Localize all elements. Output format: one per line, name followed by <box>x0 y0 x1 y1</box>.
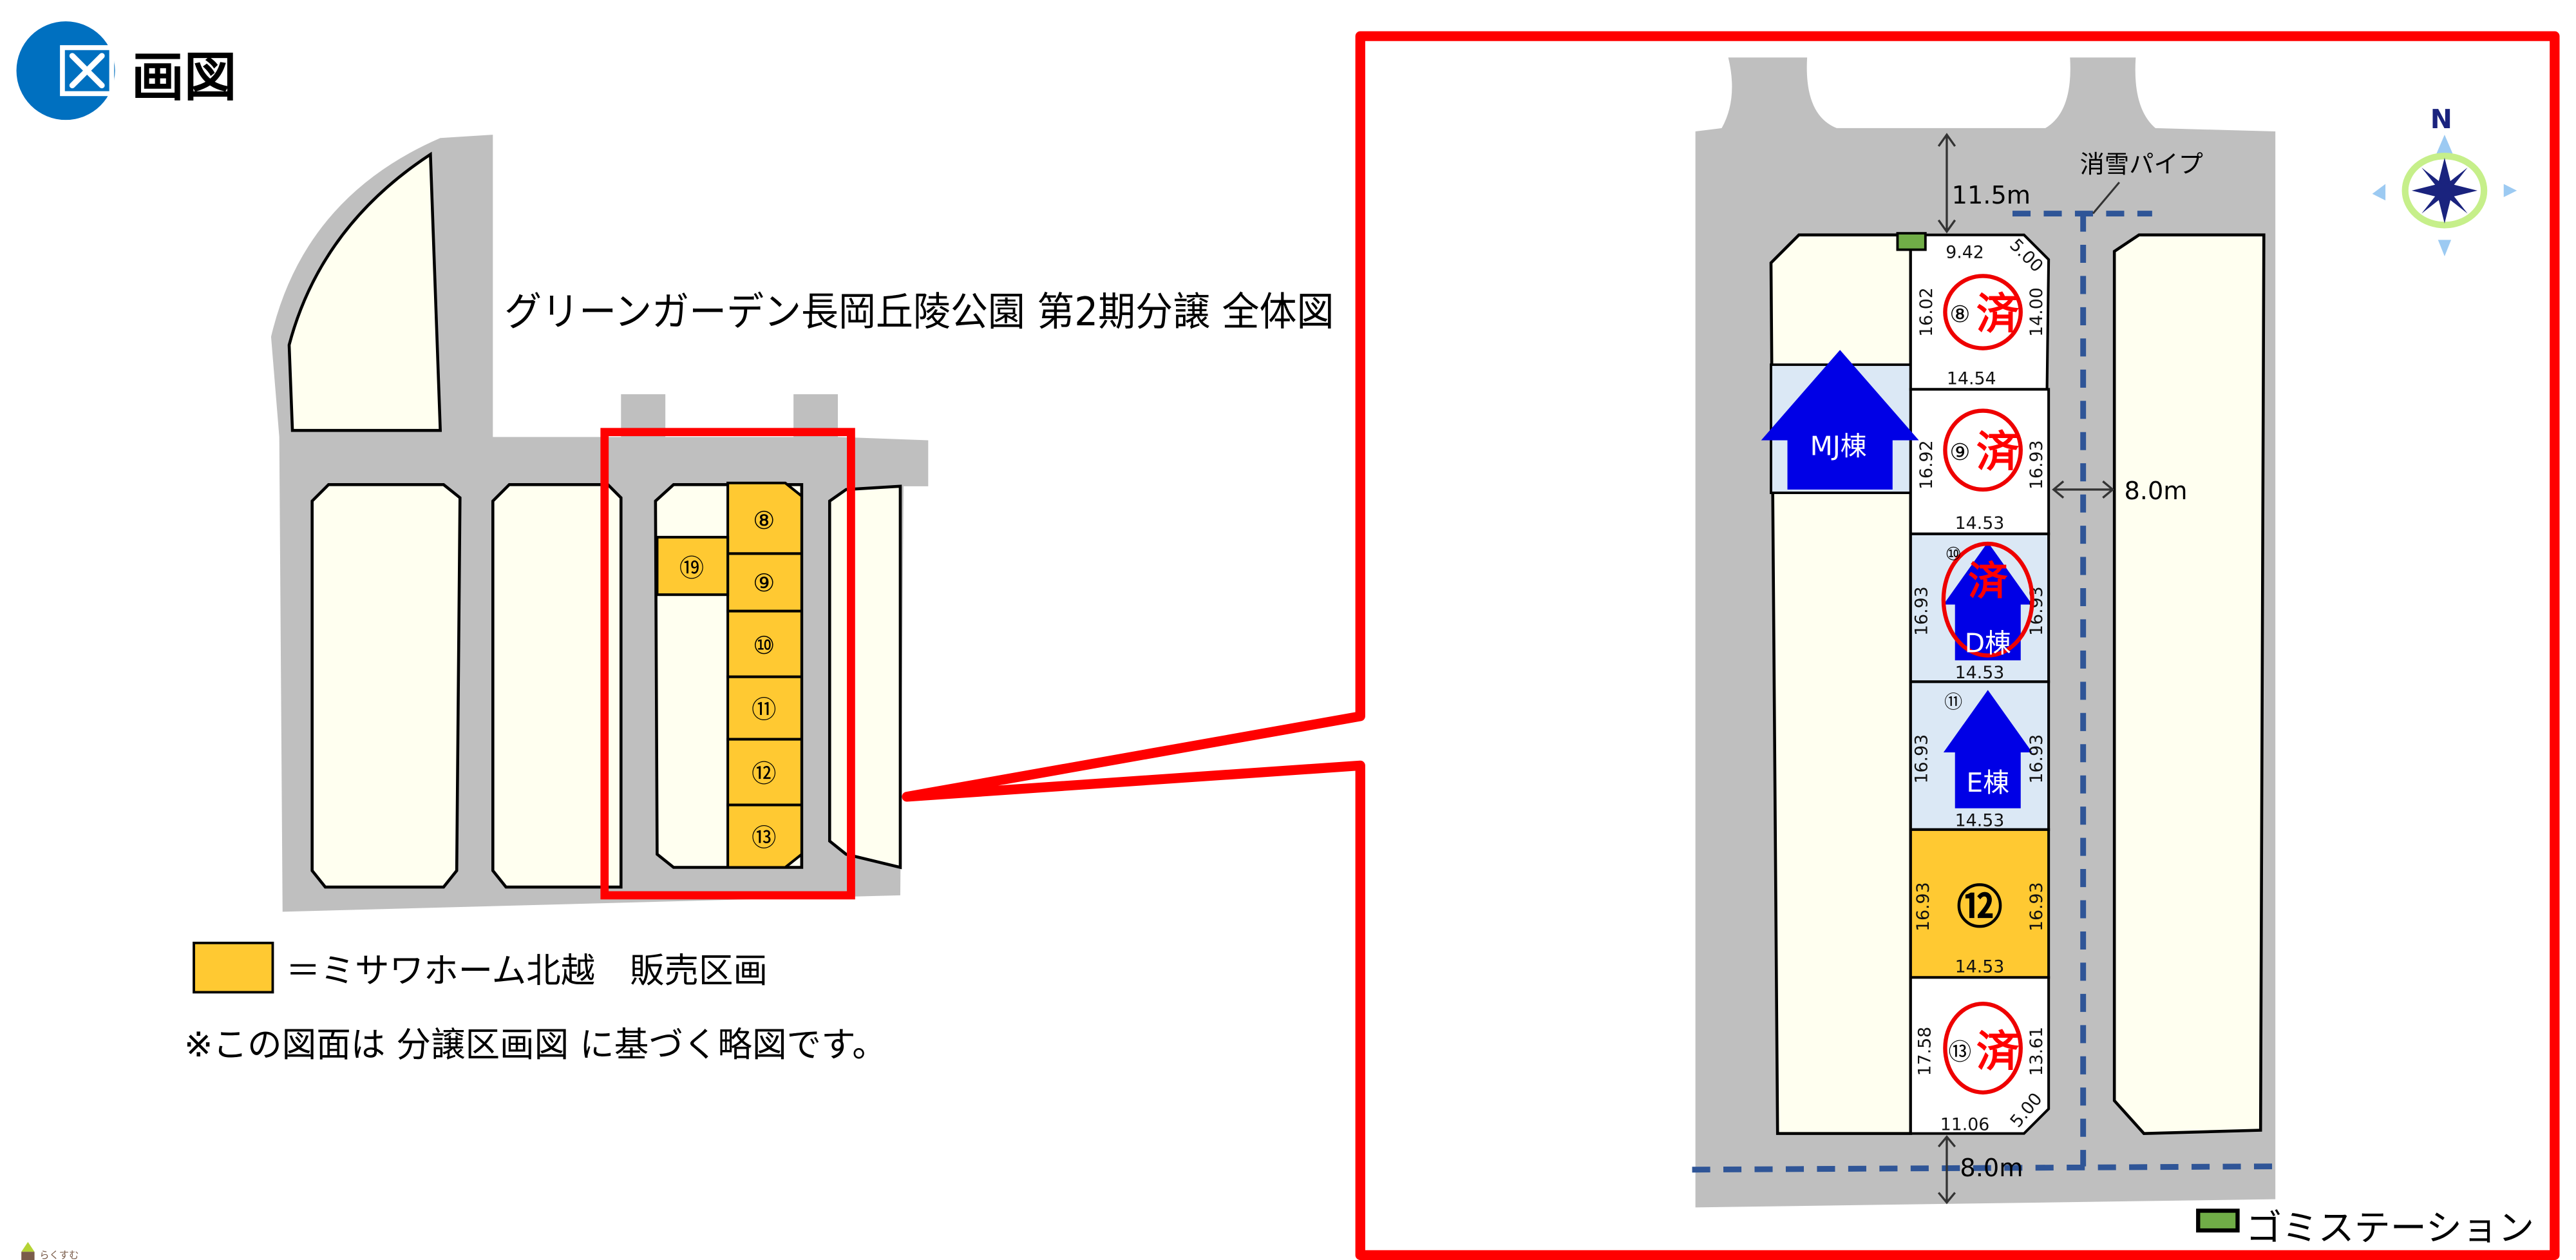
lot-13-right-dim: 13.61 <box>2027 1027 2047 1076</box>
lot-9-left-dim: 16.92 <box>1917 440 1937 490</box>
snow-pipe-line <box>1692 211 2276 1173</box>
sold-stamp-icon <box>1941 541 2034 658</box>
lot-8-bottom-dim: 14.54 <box>1947 369 1996 389</box>
overview-lot-8: ⑧ <box>753 506 775 535</box>
lot-9-sold-mark: 済 <box>1976 426 2020 477</box>
lot-12-number: ⑫ <box>1956 881 2002 934</box>
mj-building-label: MJ棟 <box>1810 430 1867 461</box>
compass-north-label: N <box>2430 104 2452 135</box>
lot-12-right-dim: 16.93 <box>2027 882 2047 931</box>
lot-13-sold-mark: 済 <box>1976 1026 2020 1076</box>
overview-lots: ⑧ ⑨ ⑩ ⑪ ⑫ ⑬ ⑲ <box>656 481 803 869</box>
garbage-legend-swatch <box>2196 1208 2240 1233</box>
e-building-arrow <box>1943 690 2032 808</box>
pipe-leader-line <box>2092 182 2120 215</box>
overview-lot-11: ⑪ <box>752 695 776 724</box>
lot-8-number: ⑧ <box>1949 301 1970 328</box>
road-width-bottom: 8.0m <box>1960 1154 2023 1183</box>
lot-9-number: ⑨ <box>1949 439 1970 466</box>
logo-cross-icon <box>69 53 105 89</box>
lot-8-left-dim: 16.02 <box>1917 287 1937 337</box>
compass-icon: N <box>2372 104 2517 256</box>
lot-10-sold-mark: 済 <box>1968 558 2008 604</box>
lot-11-bottom-dim: 14.53 <box>1955 811 2005 831</box>
lot-13-bottom-dim: 11.06 <box>1940 1115 1990 1135</box>
d-building-arrow <box>1943 542 2032 661</box>
lot-13-left-dim: 17.58 <box>1915 1027 1935 1076</box>
lot-8-sold-mark: 済 <box>1976 289 2020 339</box>
sold-stamp-icon <box>1943 408 2023 492</box>
legend-sale-label: ＝ミサワホーム北越 販売区画 <box>286 950 768 991</box>
lot-13-number: ⑬ <box>1949 1039 1972 1065</box>
zoom-callout-frame <box>902 31 2560 1260</box>
overview-title: グリーンガーデン長岡丘陵公園 第2期分譲 全体図 <box>504 289 1334 335</box>
lot-10-left-dim: 16.93 <box>1911 586 1931 636</box>
lot-12-left-dim: 16.93 <box>1913 882 1933 931</box>
logo-circle-icon <box>16 21 115 120</box>
overview-lot-10: ⑩ <box>753 631 775 660</box>
garbage-station-icon <box>1896 232 1927 251</box>
footer-brand: らくすむ <box>21 1241 79 1260</box>
lot-8 <box>1909 233 2050 391</box>
lot-8-right-dim: 14.00 <box>2027 287 2047 337</box>
lot-9-bottom-dim: 14.53 <box>1955 513 2005 533</box>
lot-11-left-dim: 16.93 <box>1911 734 1931 784</box>
lot-10-number: ⑩ <box>1946 544 1962 565</box>
road-width-right: 8.0m <box>2124 477 2187 506</box>
garbage-legend-label: ゴミステーション <box>2246 1207 2534 1249</box>
lot-8-top-dim: 9.42 <box>1946 242 1984 262</box>
overview-lot-13: ⑬ <box>752 823 776 852</box>
legend-sale-swatch <box>193 941 274 994</box>
plan-note: ※この図面は 分譲区画図 に基づく略図です。 <box>184 1024 887 1065</box>
lot-12[interactable] <box>1909 828 2050 979</box>
lot-12-bottom-dim: 14.53 <box>1955 957 2005 977</box>
lot-11-number: ⑪ <box>1944 691 1962 712</box>
pipe-label: 消雪パイプ <box>2080 150 2203 179</box>
page-logo: 画図 <box>16 21 236 120</box>
brand-house-icon <box>21 1241 35 1252</box>
mj-building-arrow: MJ棟 <box>1761 350 1919 490</box>
sold-stamp-icon <box>1943 1001 2023 1095</box>
sold-stamp-icon <box>1943 274 2023 350</box>
overview-lot-12: ⑫ <box>752 759 776 788</box>
logo-box-icon <box>60 45 115 97</box>
overview-highlight-frame <box>600 428 855 900</box>
e-building-label: E棟 <box>1966 767 2009 798</box>
lot-10-bottom-dim: 14.53 <box>1955 663 2005 683</box>
d-building-label: D棟 <box>1965 627 2011 658</box>
brand-name: らくすむ <box>39 1249 79 1260</box>
lot-11-right-dim: 16.93 <box>2027 734 2047 784</box>
road-width-top: 11.5m <box>1952 181 2031 210</box>
overview-lot-19: ⑲ <box>679 554 704 583</box>
overview-lot-9: ⑨ <box>753 569 775 598</box>
lot-13 <box>1909 976 2050 1135</box>
overview-map: ⑧ ⑨ ⑩ ⑪ ⑫ ⑬ ⑲ グリーンガーデン長岡丘陵公園 第2期分譲 全体図 <box>270 135 1334 912</box>
page-title: 画図 <box>131 47 236 108</box>
lot-9-right-dim: 16.93 <box>2027 440 2047 490</box>
detail-map: 消雪パイプ 11.5m 8.0m 8.0m MJ棟 9.42 5.00 16.0… <box>1692 57 2276 1208</box>
